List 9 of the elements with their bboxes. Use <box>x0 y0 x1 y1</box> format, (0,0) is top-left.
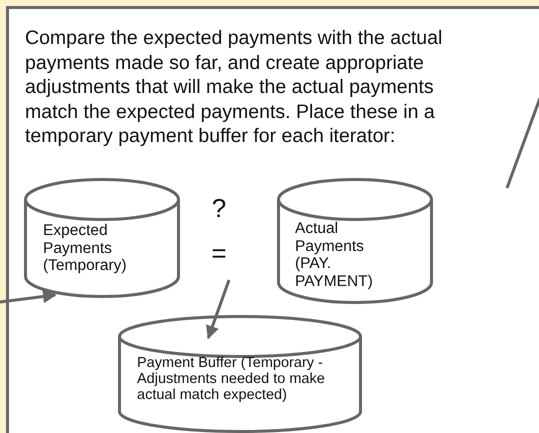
panel-background <box>6 6 539 433</box>
cylinder-label: Expected Payments (Temporary) <box>43 222 128 274</box>
equals-sign: = <box>208 240 230 268</box>
arrow <box>206 280 230 340</box>
instruction-text: Compare the expected payments with the actual payments made so far, and create appropriate adjustments that will make the actual payments match the expected payments. Place these in a temporary payment buffer for each iterator: <box>25 26 444 148</box>
cylinder-label: Actual Payments (PAY. PAYMENT) <box>295 220 374 290</box>
cylinder-label: Payment Buffer (Temporary - Adjustments needed to make actual match expected) <box>137 355 326 404</box>
question-mark: ? <box>210 195 228 221</box>
arrow <box>0 290 57 304</box>
